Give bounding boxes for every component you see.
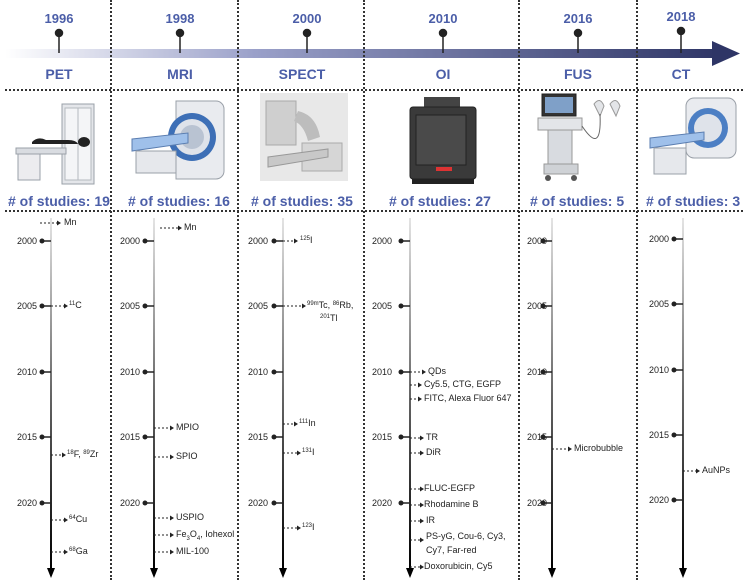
tick-label: 2020 bbox=[527, 498, 548, 508]
tick-label: 2015 bbox=[248, 432, 269, 442]
annotation-in111: 111In bbox=[299, 418, 316, 428]
tick-label: 2020 bbox=[248, 498, 269, 508]
column-divider bbox=[636, 0, 638, 580]
annotation-qds: QDs bbox=[428, 366, 446, 376]
tick-label: 2010 bbox=[649, 365, 670, 375]
annotation-i123: 123I bbox=[302, 522, 315, 532]
spect-scanner-illustration bbox=[260, 93, 348, 181]
main-timeline-arrow bbox=[5, 26, 740, 66]
annotation-ir: IR bbox=[426, 515, 435, 525]
divider-bottom bbox=[5, 210, 743, 212]
studies-count-ct: # of studies: 3 bbox=[646, 193, 741, 209]
tick-label: 2005 bbox=[372, 301, 393, 311]
tick-label: 2015 bbox=[372, 432, 393, 442]
annotation-fe3o4-iohexol: Fe3O4, Iohexol bbox=[176, 529, 235, 542]
tick-label: 2020 bbox=[649, 495, 670, 505]
modality-mri: MRI bbox=[167, 66, 193, 82]
tick-label: 2015 bbox=[17, 432, 38, 442]
annotation-f18-zr89: 18F, 89Zr bbox=[67, 449, 99, 459]
tick-label: 2000 bbox=[372, 236, 393, 246]
annotation-i125: 125I bbox=[300, 235, 313, 245]
modality-spect: SPECT bbox=[278, 66, 326, 82]
annotation-uspio: USPIO bbox=[176, 512, 205, 522]
annotation-spio: SPIO bbox=[176, 451, 198, 461]
studies-count-oi: # of studies: 27 bbox=[389, 193, 491, 209]
year-2010: 2010 bbox=[428, 11, 458, 26]
column-divider bbox=[363, 0, 365, 580]
annotation-c11: 11C bbox=[69, 300, 82, 310]
modality-fus: FUS bbox=[564, 66, 592, 82]
year-1996: 1996 bbox=[44, 11, 74, 26]
annotation-i131: 131I bbox=[302, 447, 315, 457]
tick-label: 2005 bbox=[649, 299, 670, 309]
modality-ct: CT bbox=[671, 66, 691, 82]
studies-count-fus: # of studies: 5 bbox=[530, 193, 625, 209]
annotation-tr: TR bbox=[426, 432, 438, 442]
tick-label: 2000 bbox=[17, 236, 38, 246]
tick-label: 2015 bbox=[120, 432, 141, 442]
annotation-ps-yg: PS-yG, Cou-6, Cy3, bbox=[426, 531, 506, 541]
annotation-dir: DiR bbox=[426, 447, 441, 457]
annotation-cy7-far-red: Cy7, Far-red bbox=[426, 545, 477, 555]
tick-label: 2010 bbox=[527, 367, 548, 377]
modality-oi: OI bbox=[435, 66, 451, 82]
tick-label: 2010 bbox=[248, 367, 269, 377]
annotation-ga68: 68Ga bbox=[69, 546, 88, 556]
annotation-doxorubicin-cy5: Doxorubicin, Cy5 bbox=[424, 561, 493, 571]
annotation-microbubble: Microbubble bbox=[574, 443, 624, 453]
tick-label: 2015 bbox=[649, 430, 670, 440]
tick-label: 2000 bbox=[248, 236, 269, 246]
annotation-mn: Mn bbox=[64, 217, 77, 227]
mri-scanner-illustration bbox=[131, 100, 225, 180]
tick-label: 2005 bbox=[248, 301, 269, 311]
tick-label: 2015 bbox=[527, 432, 548, 442]
annotation-mil-100: MIL-100 bbox=[176, 546, 210, 556]
annotation-mn: Mn bbox=[184, 222, 197, 232]
divider-top bbox=[5, 89, 743, 91]
annotation-mpio: MPIO bbox=[176, 422, 200, 432]
tick-label: 2000 bbox=[527, 236, 548, 246]
tick-label: 2005 bbox=[120, 301, 141, 311]
column-divider bbox=[110, 0, 112, 580]
ultrasound-system-illustration bbox=[537, 93, 621, 181]
year-2018: 2018 bbox=[666, 9, 696, 24]
pet-scanner-illustration bbox=[15, 103, 95, 185]
tick-label: 2010 bbox=[120, 367, 141, 377]
annotation-cy55-ctg-egfp: Cy5.5, CTG, EGFP bbox=[424, 379, 502, 389]
tick-label: 2005 bbox=[527, 301, 548, 311]
tick-label: 2020 bbox=[17, 498, 38, 508]
tick-label: 2000 bbox=[120, 236, 141, 246]
year-2016: 2016 bbox=[563, 11, 593, 26]
tick-label: 2020 bbox=[372, 498, 393, 508]
annotation-tc99m-rb86: 99mTc, 86Rb, bbox=[307, 300, 354, 310]
tick-label: 2010 bbox=[372, 367, 393, 377]
annotation-aunps: AuNPs bbox=[702, 465, 731, 475]
studies-count-mri: # of studies: 16 bbox=[128, 193, 230, 209]
annotation-rhodamine-b: Rhodamine B bbox=[424, 499, 479, 509]
ct-scanner-illustration bbox=[649, 97, 737, 175]
tick-label: 2005 bbox=[17, 301, 38, 311]
column-divider bbox=[237, 0, 239, 580]
tick-label: 2010 bbox=[17, 367, 38, 377]
year-1998: 1998 bbox=[165, 11, 195, 26]
annotation-fitc-alexa: FITC, Alexa Fluor 647 bbox=[424, 393, 512, 403]
annotation-tl201: 201Tl bbox=[320, 313, 338, 323]
annotation-fluc-egfp: FLUC-EGFP bbox=[424, 483, 476, 493]
studies-count-pet: # of studies: 19 bbox=[8, 193, 110, 209]
annotation-cu64: 64Cu bbox=[69, 514, 88, 524]
optical-imaging-system-illustration bbox=[409, 97, 477, 184]
tick-label: 2000 bbox=[649, 234, 670, 244]
studies-count-spect: # of studies: 35 bbox=[251, 193, 353, 209]
tick-label: 2020 bbox=[120, 498, 141, 508]
column-divider bbox=[518, 0, 520, 580]
year-2000: 2000 bbox=[292, 11, 322, 26]
modality-pet: PET bbox=[45, 66, 73, 82]
